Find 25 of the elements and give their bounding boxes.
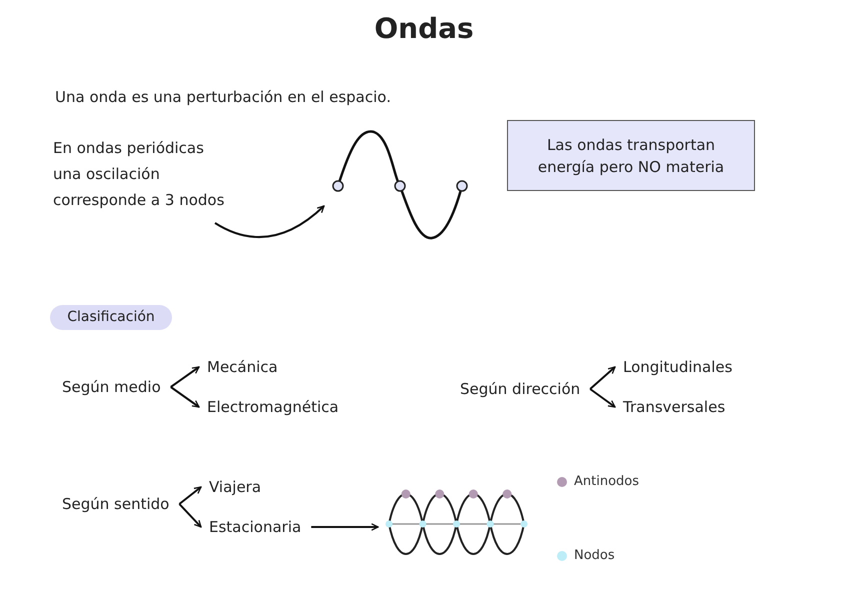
category-text: Según dirección (460, 379, 580, 399)
wave-drawing (330, 128, 470, 242)
arrow (590, 366, 616, 390)
arrow (178, 503, 202, 528)
legend-text: Antinodos (574, 473, 640, 491)
arrow (590, 388, 616, 408)
arrow (178, 486, 202, 505)
category-text: Electromagnética (207, 397, 339, 417)
note-box: Las ondas transportan energía pero NO materia (507, 120, 755, 191)
category-text: Mecánica (207, 357, 278, 377)
title: Ondas (374, 12, 474, 45)
category-text: Según medio (62, 377, 161, 397)
arrow (170, 366, 200, 388)
section-pill: Clasificación (50, 305, 172, 330)
category-text: Transversales (623, 397, 726, 417)
legend-text: Nodos (574, 547, 615, 565)
note-text: Una onda es una perturbación en el espacio. (55, 87, 391, 107)
category-text: Estacionaria (209, 517, 302, 537)
note-text: En ondas periódicas una oscilación corresponde a 3 nodos (53, 135, 233, 213)
category-text: Viajera (209, 477, 262, 497)
arrow (170, 386, 200, 408)
arrow (214, 205, 325, 238)
category-text: Según sentido (62, 494, 170, 514)
category-text: Longitudinales (623, 357, 732, 377)
arrow (311, 523, 379, 531)
